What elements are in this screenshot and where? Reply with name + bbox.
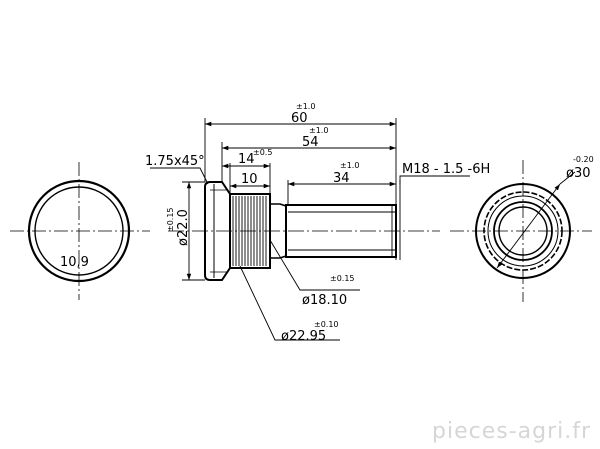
total-length-value: 60 <box>291 111 308 126</box>
knurl-length-value: 14 <box>238 152 255 167</box>
body-length-tolerance: ±1.0 <box>309 126 328 135</box>
shank-diameter-leader <box>269 239 360 291</box>
right-end-view <box>450 160 592 302</box>
head-diameter-value: ø22.0 <box>176 209 191 246</box>
knurl-diameter-value: ø22.95 <box>281 329 326 344</box>
side-view <box>168 181 440 281</box>
knurled-section <box>229 193 271 269</box>
left-view-outer-circle <box>27 179 131 283</box>
thread-leader <box>399 175 470 184</box>
left-end-view <box>10 162 150 300</box>
knurl-inner-value: 10 <box>241 172 258 187</box>
knurl-diameter-tolerance: ±0.10 <box>314 320 339 329</box>
head-thickness-label: 10,9 <box>60 255 89 270</box>
total-length-tolerance: ±1.0 <box>296 102 315 111</box>
right-view-diameter-leader <box>496 183 561 269</box>
knurl-diameter-leader <box>239 265 340 341</box>
watermark: pieces-agri.fr <box>432 419 591 444</box>
chamfer-leader <box>150 167 209 185</box>
right-view-knurl-circle <box>483 191 563 271</box>
dimension-lines <box>150 118 470 341</box>
body-length-value: 54 <box>302 135 319 150</box>
chamfer-label: 1.75x45° <box>145 154 205 169</box>
knurl-hatch <box>232 196 267 266</box>
head-diameter-tolerance: ±0.15 <box>166 207 175 232</box>
knurl-length-tolerance: ±0.5 <box>253 148 272 157</box>
thread-length-tolerance: ±1.0 <box>340 161 359 170</box>
end-view-diameter-value: ø30 <box>566 166 591 181</box>
thread-spec-label: M18 - 1.5 -6H <box>402 162 490 177</box>
left-view-inner-circle <box>34 186 124 276</box>
end-view-diameter-tolerance: -0.20 <box>573 155 594 164</box>
shank-diameter-tolerance: ±0.15 <box>330 274 355 283</box>
head-flange <box>204 181 231 281</box>
shank-diameter-value: ø18.10 <box>302 293 347 308</box>
thread-length-value: 34 <box>333 171 350 186</box>
